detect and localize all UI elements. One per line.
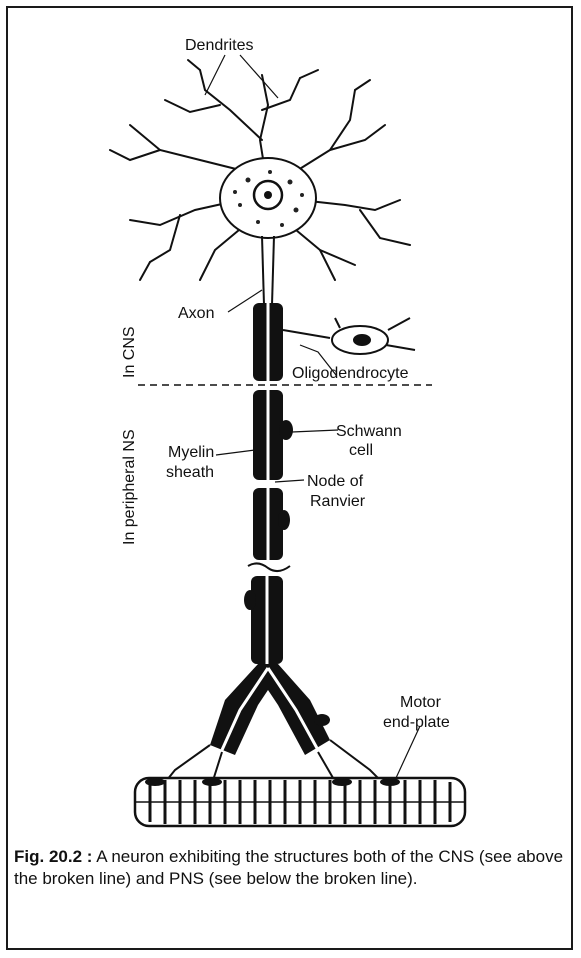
muscle-fiber	[135, 778, 465, 826]
label-axon: Axon	[178, 305, 214, 322]
leader-lines	[205, 55, 420, 778]
label-node-2: Ranvier	[310, 493, 366, 510]
label-schwann-2: cell	[349, 442, 373, 459]
neuron-diagram: Dendrites Axon Oligodendrocyte Schwann c…	[0, 0, 581, 840]
label-myelin-1: Myelin	[168, 444, 214, 461]
label-in-pns: In peripheral NS	[121, 429, 138, 545]
label-motor-2: end-plate	[383, 714, 450, 731]
label-in-cns: In CNS	[121, 326, 138, 378]
label-motor-1: Motor	[400, 694, 442, 711]
axon	[262, 236, 274, 305]
axon-terminal-branches	[155, 664, 390, 795]
figure-caption: Fig. 20.2 : A neuron exhibiting the stru…	[14, 846, 570, 890]
label-dendrites: Dendrites	[185, 37, 253, 54]
caption-text: A neuron exhibiting the structures both …	[14, 847, 563, 888]
label-node-1: Node of	[307, 473, 364, 490]
label-schwann-1: Schwann	[336, 423, 402, 440]
axon-core	[267, 303, 268, 664]
label-oligodendrocyte: Oligodendrocyte	[292, 365, 409, 382]
cell-body	[220, 158, 316, 238]
label-myelin-2: sheath	[166, 464, 214, 481]
figure-number: Fig. 20.2 :	[14, 847, 92, 866]
oligodendrocyte-cell	[283, 318, 415, 354]
